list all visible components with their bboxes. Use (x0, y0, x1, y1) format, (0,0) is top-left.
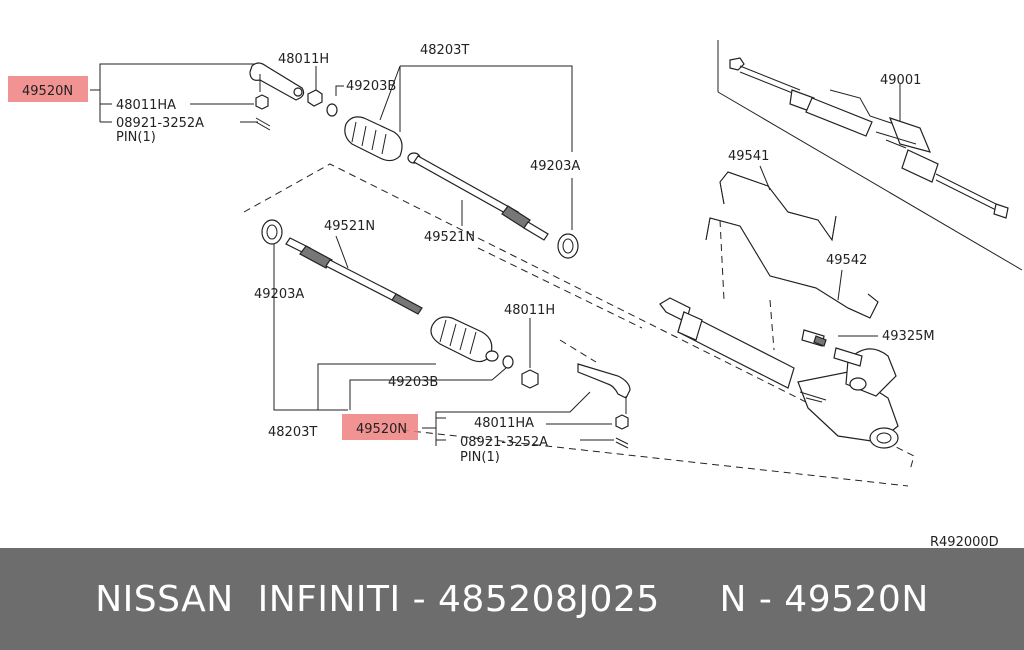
label-bottom-nut-48011ha: 48011HA (474, 416, 534, 431)
part-number-text: NISSAN INFINITI - 485208J025 N - 49520N (95, 578, 929, 620)
steering-gear-parts-diagram: 49520N 48011H 48203T 49203B 48011HA 0892… (8, 40, 1023, 548)
label-bottom-tie-rod-end: 49520N (356, 422, 407, 437)
bottom-pin-part (615, 437, 629, 449)
label-top-pin-part: 08921-3252A (116, 116, 204, 131)
label-bottom-nut-48011h: 48011H (504, 303, 555, 318)
connector-49325m-part (801, 329, 827, 347)
tube-49541-part (719, 171, 837, 242)
label-tube-49541: 49541 (728, 149, 769, 164)
label-top-clamp-a: 49203A (530, 159, 580, 174)
top-clamp-a-part (557, 233, 579, 259)
bottom-leader-lines (273, 244, 614, 446)
housing-dashed-frame (243, 163, 915, 487)
leader-tube-49542 (837, 269, 843, 301)
left-inner-rod-part (285, 237, 423, 315)
top-pin-part (255, 117, 271, 131)
top-nut-48011ha-part (255, 94, 269, 110)
label-bottom-clamp-b: 49203B (388, 375, 438, 390)
housing-part (659, 297, 899, 449)
label-top-inner-rod: 49521N (424, 230, 475, 245)
bottom-boot-part (430, 316, 499, 363)
highlight-bottom-tie-rod-end (342, 414, 418, 440)
label-top-tie-rod-end: 49520N (22, 84, 73, 99)
tube-49542-part (705, 217, 879, 319)
highlight-top-tie-rod-end (8, 76, 88, 102)
label-tube-49542: 49542 (826, 253, 867, 268)
label-bottom-pin-text: PIN(1) (460, 450, 500, 465)
label-connector-49325m: 49325M (882, 329, 935, 344)
bottom-nut-48011ha-part (615, 414, 629, 430)
bottom-clamp-b-part (502, 355, 514, 369)
label-top-nut-48011h: 48011H (278, 52, 329, 67)
top-tie-rod-end-part (249, 62, 305, 101)
part-number-banner: NISSAN INFINITI - 485208J025 N - 49520N (0, 548, 1024, 650)
gear-assembly-outline (717, 40, 1023, 271)
label-gear-assembly: 49001 (880, 73, 921, 88)
bottom-tie-rod-end-part (577, 363, 631, 414)
top-clamp-b-part (326, 103, 338, 117)
label-left-inner-rod: 49521N (324, 219, 375, 234)
label-left-clamp-a: 49203A (254, 287, 304, 302)
top-boot-part (344, 116, 403, 162)
label-top-nut-48011ha: 48011HA (116, 98, 176, 113)
top-leader-lines (90, 63, 573, 230)
label-bottom-boot-kit: 48203T (268, 425, 317, 440)
label-top-boot-kit: 48203T (420, 43, 469, 58)
bottom-nut-48011h-part (521, 369, 539, 389)
gear-assembly-part (729, 57, 1009, 219)
label-top-pin-text: PIN(1) (116, 130, 156, 145)
label-ref-code: R492000D (930, 535, 999, 548)
left-clamp-a-part (261, 219, 283, 245)
label-bottom-pin-part: 08921-3252A (460, 435, 548, 450)
label-top-clamp-b: 49203B (346, 79, 396, 94)
leader-left-inner-rod (335, 235, 349, 269)
top-nut-48011h-part (307, 89, 323, 107)
top-inner-rod-part (407, 152, 549, 241)
